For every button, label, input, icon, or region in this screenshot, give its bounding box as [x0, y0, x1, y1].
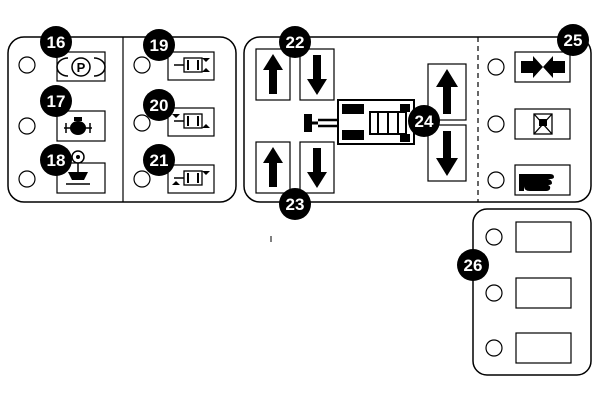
- engine-fault-icon: [56, 110, 106, 142]
- left-indicator-panel: P: [7, 36, 237, 203]
- indicator-led-26c: [485, 339, 503, 357]
- callout-22: 22: [279, 26, 311, 58]
- indicator-led-21: [133, 170, 151, 188]
- svg-text:20: 20: [150, 96, 169, 115]
- callout-21: 21: [143, 144, 175, 176]
- svg-text:17: 17: [47, 92, 66, 111]
- drive-mode-icon: [167, 164, 215, 194]
- drive-mode-icon: [167, 107, 215, 137]
- blank-symbol-box: [515, 221, 572, 253]
- arrow-up-icon: [255, 141, 291, 194]
- indicator-led-16: [18, 56, 36, 74]
- svg-text:19: 19: [150, 36, 169, 55]
- callout-24: 24: [408, 105, 440, 137]
- callout-19: 19: [143, 29, 175, 61]
- callout-16: 16: [40, 26, 72, 58]
- svg-text:16: 16: [47, 33, 66, 52]
- svg-text:22: 22: [286, 33, 305, 52]
- indicator-led-20: [133, 114, 151, 132]
- indicator-led-25: [487, 58, 505, 76]
- arrow-up-icon: [427, 63, 467, 121]
- parking-brake-icon: P: [56, 51, 106, 82]
- svg-text:25: 25: [564, 31, 583, 50]
- svg-text:23: 23: [286, 195, 305, 214]
- arrow-down-icon: [299, 48, 335, 101]
- arrow-up-icon: [255, 48, 291, 101]
- callout-20: 20: [143, 89, 175, 121]
- arrow-down-icon: [427, 124, 467, 182]
- callout-17: 17: [40, 85, 72, 117]
- machine-top-view-icon: [304, 99, 415, 145]
- indicator-led-19: [133, 56, 151, 74]
- indicator-led-17: [18, 117, 36, 135]
- indicator-led-no-load: [487, 115, 505, 133]
- pivot-icon: [514, 51, 571, 83]
- callout-18: 18: [40, 144, 72, 176]
- callout-26: 26: [457, 249, 489, 281]
- indicator-led-26a: [485, 228, 503, 246]
- no-load-icon: [514, 108, 571, 140]
- arrow-down-icon: [299, 141, 335, 194]
- indicator-led-18: [18, 170, 36, 188]
- callout-23: 23: [279, 188, 311, 220]
- svg-text:21: 21: [150, 151, 169, 170]
- blank-symbol-box: [515, 332, 572, 364]
- drive-mode-icon: [167, 51, 215, 81]
- blank-symbol-box: [515, 277, 572, 309]
- pointing-hand-icon: [514, 164, 571, 196]
- svg-text:26: 26: [464, 256, 483, 275]
- svg-text:18: 18: [47, 151, 66, 170]
- auxiliary-indicator-panel: [472, 208, 592, 376]
- parking-brake-letter: P: [77, 60, 86, 75]
- indicator-led-26b: [485, 284, 503, 302]
- svg-text:24: 24: [415, 112, 434, 131]
- callout-25: 25: [557, 24, 589, 56]
- indicator-led-hand: [487, 171, 505, 189]
